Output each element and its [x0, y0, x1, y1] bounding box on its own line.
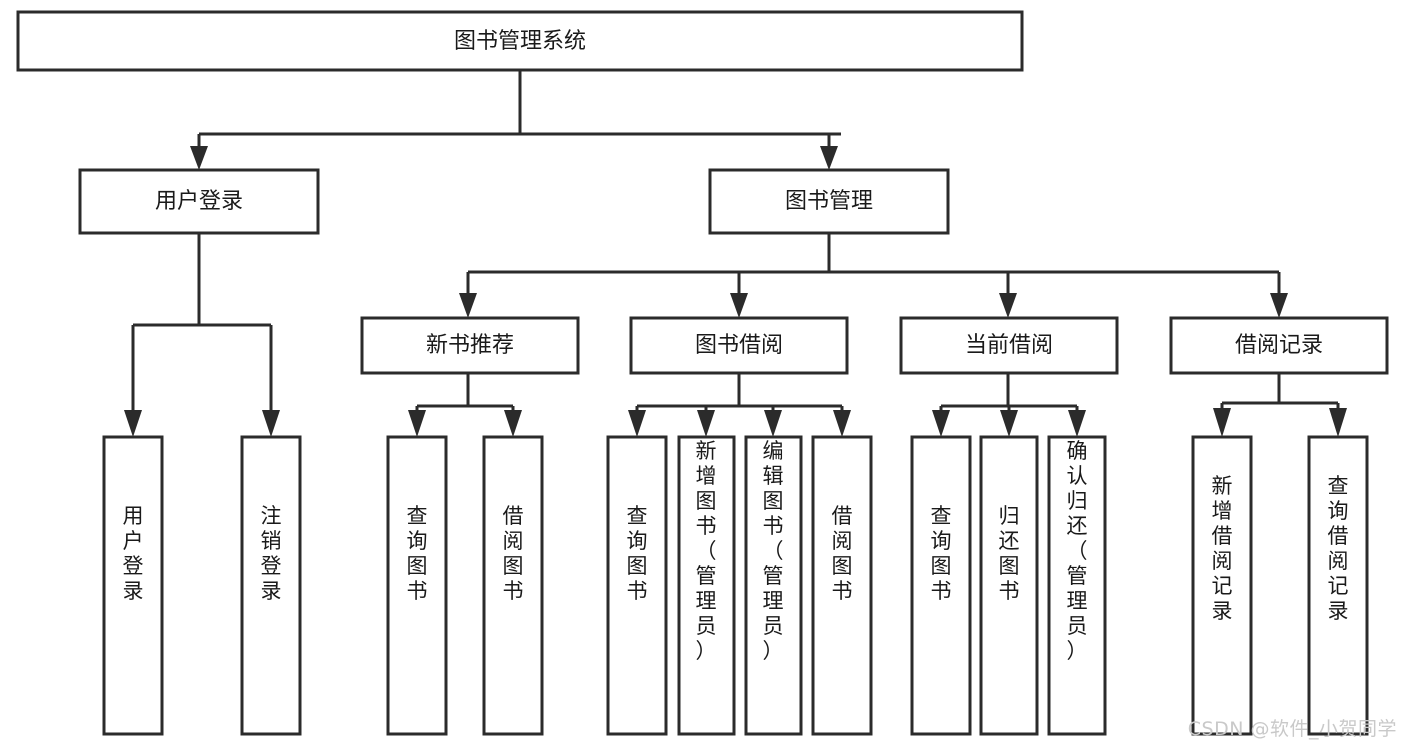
- connector-group-root: [190, 70, 841, 170]
- arrow-head-book-manage: [820, 146, 838, 170]
- node-book-borrow[interactable]: 图书借阅: [629, 316, 849, 375]
- leaf-label-bb-add-book: 新增图书（管理员）: [696, 439, 717, 663]
- leaf-box-bb-query-book[interactable]: [606, 435, 668, 736]
- leaf-box-br-query-record[interactable]: [1307, 435, 1369, 736]
- leaf-node[interactable]: 新增图书（管理员）: [677, 435, 736, 736]
- node-book-manage-box[interactable]: [708, 168, 950, 235]
- leaf-label-cb-return-book: 归还图书: [999, 504, 1020, 603]
- leaf-label-nbr-borrow-book: 借阅图书: [503, 504, 524, 603]
- node-new-book-recommend-box[interactable]: [360, 316, 580, 375]
- leaf-box-bb-add-book[interactable]: [677, 435, 736, 736]
- connector-group-new-book-rec: [408, 373, 522, 437]
- leaf-node[interactable]: 编辑图书（管理员）: [744, 435, 803, 736]
- leaf-box-nbr-query-book[interactable]: [386, 435, 448, 736]
- arrow-head-current-borrow: [999, 293, 1017, 318]
- node-root-label: 图书管理系统: [454, 29, 586, 54]
- leaf-label-cb-query-book: 查询图书: [931, 504, 952, 603]
- connector-group-book-manage: [459, 233, 1288, 318]
- leaf-node[interactable]: 查询借阅记录: [1307, 435, 1369, 736]
- arrow-head-bb-query: [628, 410, 646, 437]
- connector-group-borrow-record: [1213, 373, 1347, 437]
- leaf-node[interactable]: 借阅图书: [811, 435, 873, 736]
- leaf-box-logout[interactable]: [240, 435, 302, 736]
- connector-group-book-borrow: [628, 373, 851, 437]
- node-new-book-recommend-label: 新书推荐: [426, 333, 514, 358]
- connector-group-user-login: [124, 233, 280, 437]
- arrow-head-bb-borrow: [833, 410, 851, 437]
- leaf-node[interactable]: 注销登录: [240, 435, 302, 736]
- leaf-box-br-add-record[interactable]: [1191, 435, 1253, 736]
- leaf-label-bb-edit-book: 编辑图书（管理员）: [763, 439, 784, 663]
- node-user-login-label: 用户登录: [155, 189, 243, 214]
- node-user-login-box[interactable]: [78, 168, 320, 235]
- node-borrow-record-label: 借阅记录: [1235, 333, 1323, 358]
- arrow-head-cb-confirm: [1068, 410, 1086, 437]
- arrow-head-cb-query: [932, 410, 950, 437]
- arrow-head-bb-edit: [764, 410, 782, 437]
- node-book-manage-label: 图书管理: [785, 189, 873, 214]
- node-borrow-record-box[interactable]: [1169, 316, 1389, 375]
- leaf-node[interactable]: 查询图书: [606, 435, 668, 736]
- leaf-label-logout: 注销登录: [261, 504, 282, 603]
- arrow-head-new-book-rec: [459, 293, 477, 318]
- leaf-label-nbr-query-book: 查询图书: [407, 504, 428, 603]
- leaf-node[interactable]: 确认归还（管理员）: [1047, 435, 1107, 736]
- leaf-node[interactable]: 查询图书: [386, 435, 448, 736]
- arrow-head-br-add: [1213, 408, 1231, 437]
- node-book-manage[interactable]: 图书管理: [708, 168, 950, 235]
- arrow-head-leaf-user-login: [124, 410, 142, 437]
- node-book-borrow-box[interactable]: [629, 316, 849, 375]
- arrow-head-bb-add: [697, 410, 715, 437]
- leaf-label-cb-confirm-return: 确认归还（管理员）: [1067, 439, 1088, 663]
- leaf-label-br-add-record: 新增借阅记录: [1212, 474, 1233, 623]
- connector-group-current-borrow: [932, 373, 1086, 437]
- node-root[interactable]: 图书管理系统: [16, 10, 1024, 72]
- leaf-label-bb-borrow-book: 借阅图书: [832, 504, 853, 603]
- leaf-node[interactable]: 归还图书: [979, 435, 1039, 736]
- arrow-head-leaf-logout: [262, 410, 280, 437]
- arrow-head-book-borrow: [730, 293, 748, 318]
- leaf-box-bb-edit-book[interactable]: [744, 435, 803, 736]
- leaf-node[interactable]: 查询图书: [910, 435, 972, 736]
- node-root-box[interactable]: [16, 10, 1024, 72]
- leaf-box-cb-query-book[interactable]: [910, 435, 972, 736]
- leaf-box-user-login[interactable]: [102, 435, 164, 736]
- arrow-head-borrow-record: [1270, 293, 1288, 318]
- leaf-label-user-login: 用户登录: [123, 504, 144, 603]
- arrow-head-cb-return: [1000, 410, 1018, 437]
- node-current-borrow-box[interactable]: [899, 316, 1119, 375]
- node-current-borrow[interactable]: 当前借阅: [899, 316, 1119, 375]
- node-current-borrow-label: 当前借阅: [965, 333, 1053, 358]
- leaf-box-bb-borrow-book[interactable]: [811, 435, 873, 736]
- leaf-box-cb-return-book[interactable]: [979, 435, 1039, 736]
- node-book-borrow-label: 图书借阅: [695, 333, 783, 358]
- leaf-label-br-query-record: 查询借阅记录: [1328, 474, 1349, 623]
- leaf-node[interactable]: 借阅图书: [482, 435, 544, 736]
- leaf-label-bb-query-book: 查询图书: [627, 504, 648, 603]
- arrow-head-br-query: [1329, 408, 1347, 437]
- leaf-node[interactable]: 新增借阅记录: [1191, 435, 1253, 736]
- leaf-node[interactable]: 用户登录: [102, 435, 164, 736]
- node-user-login[interactable]: 用户登录: [78, 168, 320, 235]
- node-new-book-recommend[interactable]: 新书推荐: [360, 316, 580, 375]
- leaf-box-cb-confirm-return[interactable]: [1047, 435, 1107, 736]
- arrow-head-user-login: [190, 146, 208, 170]
- node-borrow-record[interactable]: 借阅记录: [1169, 316, 1389, 375]
- leaf-box-nbr-borrow-book[interactable]: [482, 435, 544, 736]
- arrow-head-nbr-query: [408, 410, 426, 437]
- arrow-head-nbr-borrow: [504, 410, 522, 437]
